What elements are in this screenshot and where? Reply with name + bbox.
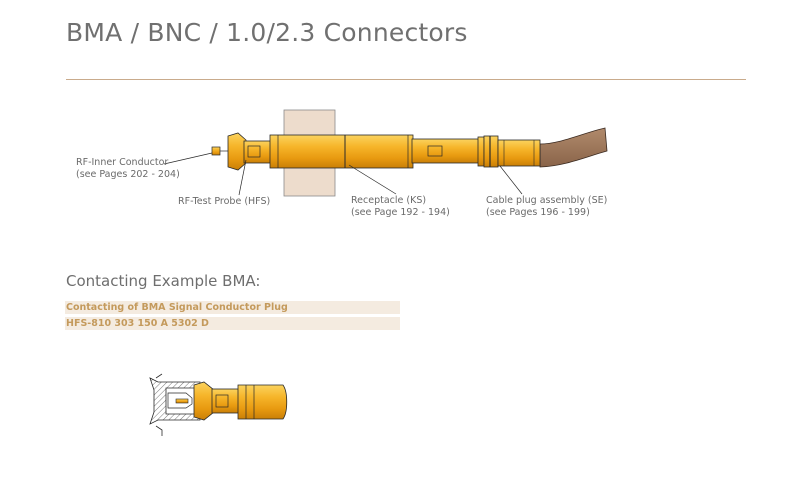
section-heading: Contacting Example BMA: <box>66 272 261 290</box>
cable <box>539 127 608 168</box>
example-row-part-number: HFS-810 303 150 A 5302 D <box>65 317 400 330</box>
label-inner-conductor: RF-Inner Conductor (see Pages 202 - 204) <box>76 157 180 180</box>
label-test-probe: RF-Test Probe (HFS) <box>178 196 271 207</box>
test-probe-head <box>227 132 247 171</box>
bma-example-drawing <box>149 373 288 436</box>
inner-conductor-pin <box>211 146 221 156</box>
label-receptacle: Receptacle (KS) (see Page 192 - 194) <box>351 195 450 218</box>
example-row-title: Contacting of BMA Signal Conductor Plug <box>65 301 400 314</box>
title-divider <box>66 79 746 80</box>
label-cable-plug: Cable plug assembly (SE) (see Pages 196 … <box>486 195 608 218</box>
receptacle-body <box>269 134 414 169</box>
cable-plug-body <box>411 138 481 164</box>
page-title: BMA / BNC / 1.0/2.3 Connectors <box>66 18 468 47</box>
